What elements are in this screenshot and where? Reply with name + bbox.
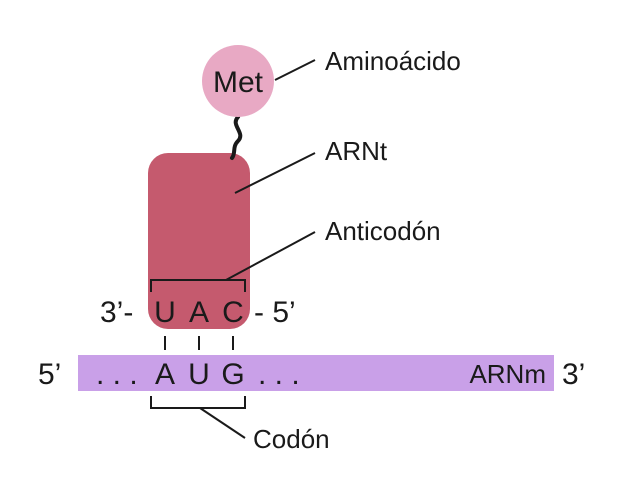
amino-acid-circle [202,45,274,117]
mrna-3prime-end: 3’ [562,358,585,391]
amino-acid-linker [230,115,243,160]
anticodon-base: A [189,296,209,329]
amino-acid-leader [274,59,316,81]
codon-base: U [188,358,210,391]
codon-base: A [155,358,175,391]
codon-bracket [150,396,246,409]
anticodon-leader [225,231,316,281]
mrna-label: ARNm [469,359,546,389]
codon-base: G [221,358,244,391]
codon-label: Codón [253,424,330,454]
anticodon-base: C [222,296,244,329]
trna-body [148,153,250,329]
mrna-5prime-end: 5’ [38,358,61,391]
trna-label: ARNt [325,136,388,166]
codon-leader [199,407,246,439]
mrna-ellipsis-right: . . . [258,358,300,391]
anticodon-base: U [154,296,176,329]
trna-3prime-end: 3’- [100,296,133,329]
anticodon-label: Anticodón [325,216,441,246]
trna-5prime-end: - 5’ [254,296,296,329]
mrna-strand [78,355,554,391]
amino-acid-label: Aminoácido [325,46,461,76]
trna-leader [234,152,316,194]
mrna-ellipsis-left: . . . [96,358,138,391]
anticodon-bracket [150,279,246,292]
amino-acid-abbrev: Met [213,66,264,99]
